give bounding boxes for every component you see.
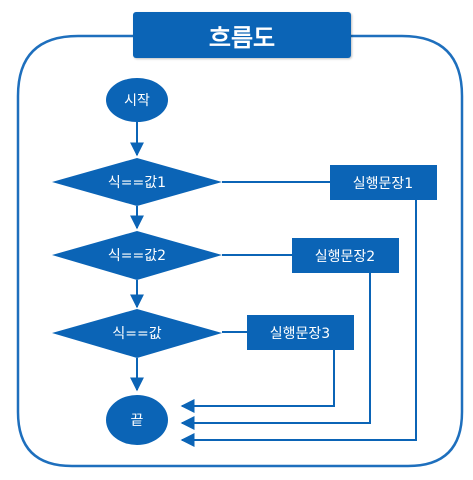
title-banner: 흐름도 xyxy=(133,12,351,58)
end-label: 끝 xyxy=(131,413,144,429)
start-label: 시작 xyxy=(124,93,150,109)
decision-3-label: 식==값 xyxy=(112,326,161,342)
outer-frame xyxy=(16,34,464,468)
start-node xyxy=(106,78,168,122)
end-node xyxy=(106,395,168,445)
diagram-title: 흐름도 xyxy=(208,23,276,52)
statement-1-label: 실행문장1 xyxy=(353,176,413,192)
statement-3-label: 실행문장3 xyxy=(270,326,330,342)
decision-1 xyxy=(52,158,222,206)
statement-box-3 xyxy=(247,315,354,350)
return-stmt2-to-end xyxy=(180,273,371,430)
decision-1-label: 식==값1 xyxy=(108,175,166,191)
decision-2 xyxy=(52,231,222,280)
decision-3 xyxy=(52,309,222,358)
statement-box-1 xyxy=(330,165,437,200)
decision-2-label: 식==값2 xyxy=(108,248,166,264)
statement-2-label: 실행문장2 xyxy=(315,249,375,265)
return-stmt1-to-end xyxy=(180,200,417,447)
return-stmt3-to-end xyxy=(180,350,335,413)
statement-box-2 xyxy=(292,238,399,273)
